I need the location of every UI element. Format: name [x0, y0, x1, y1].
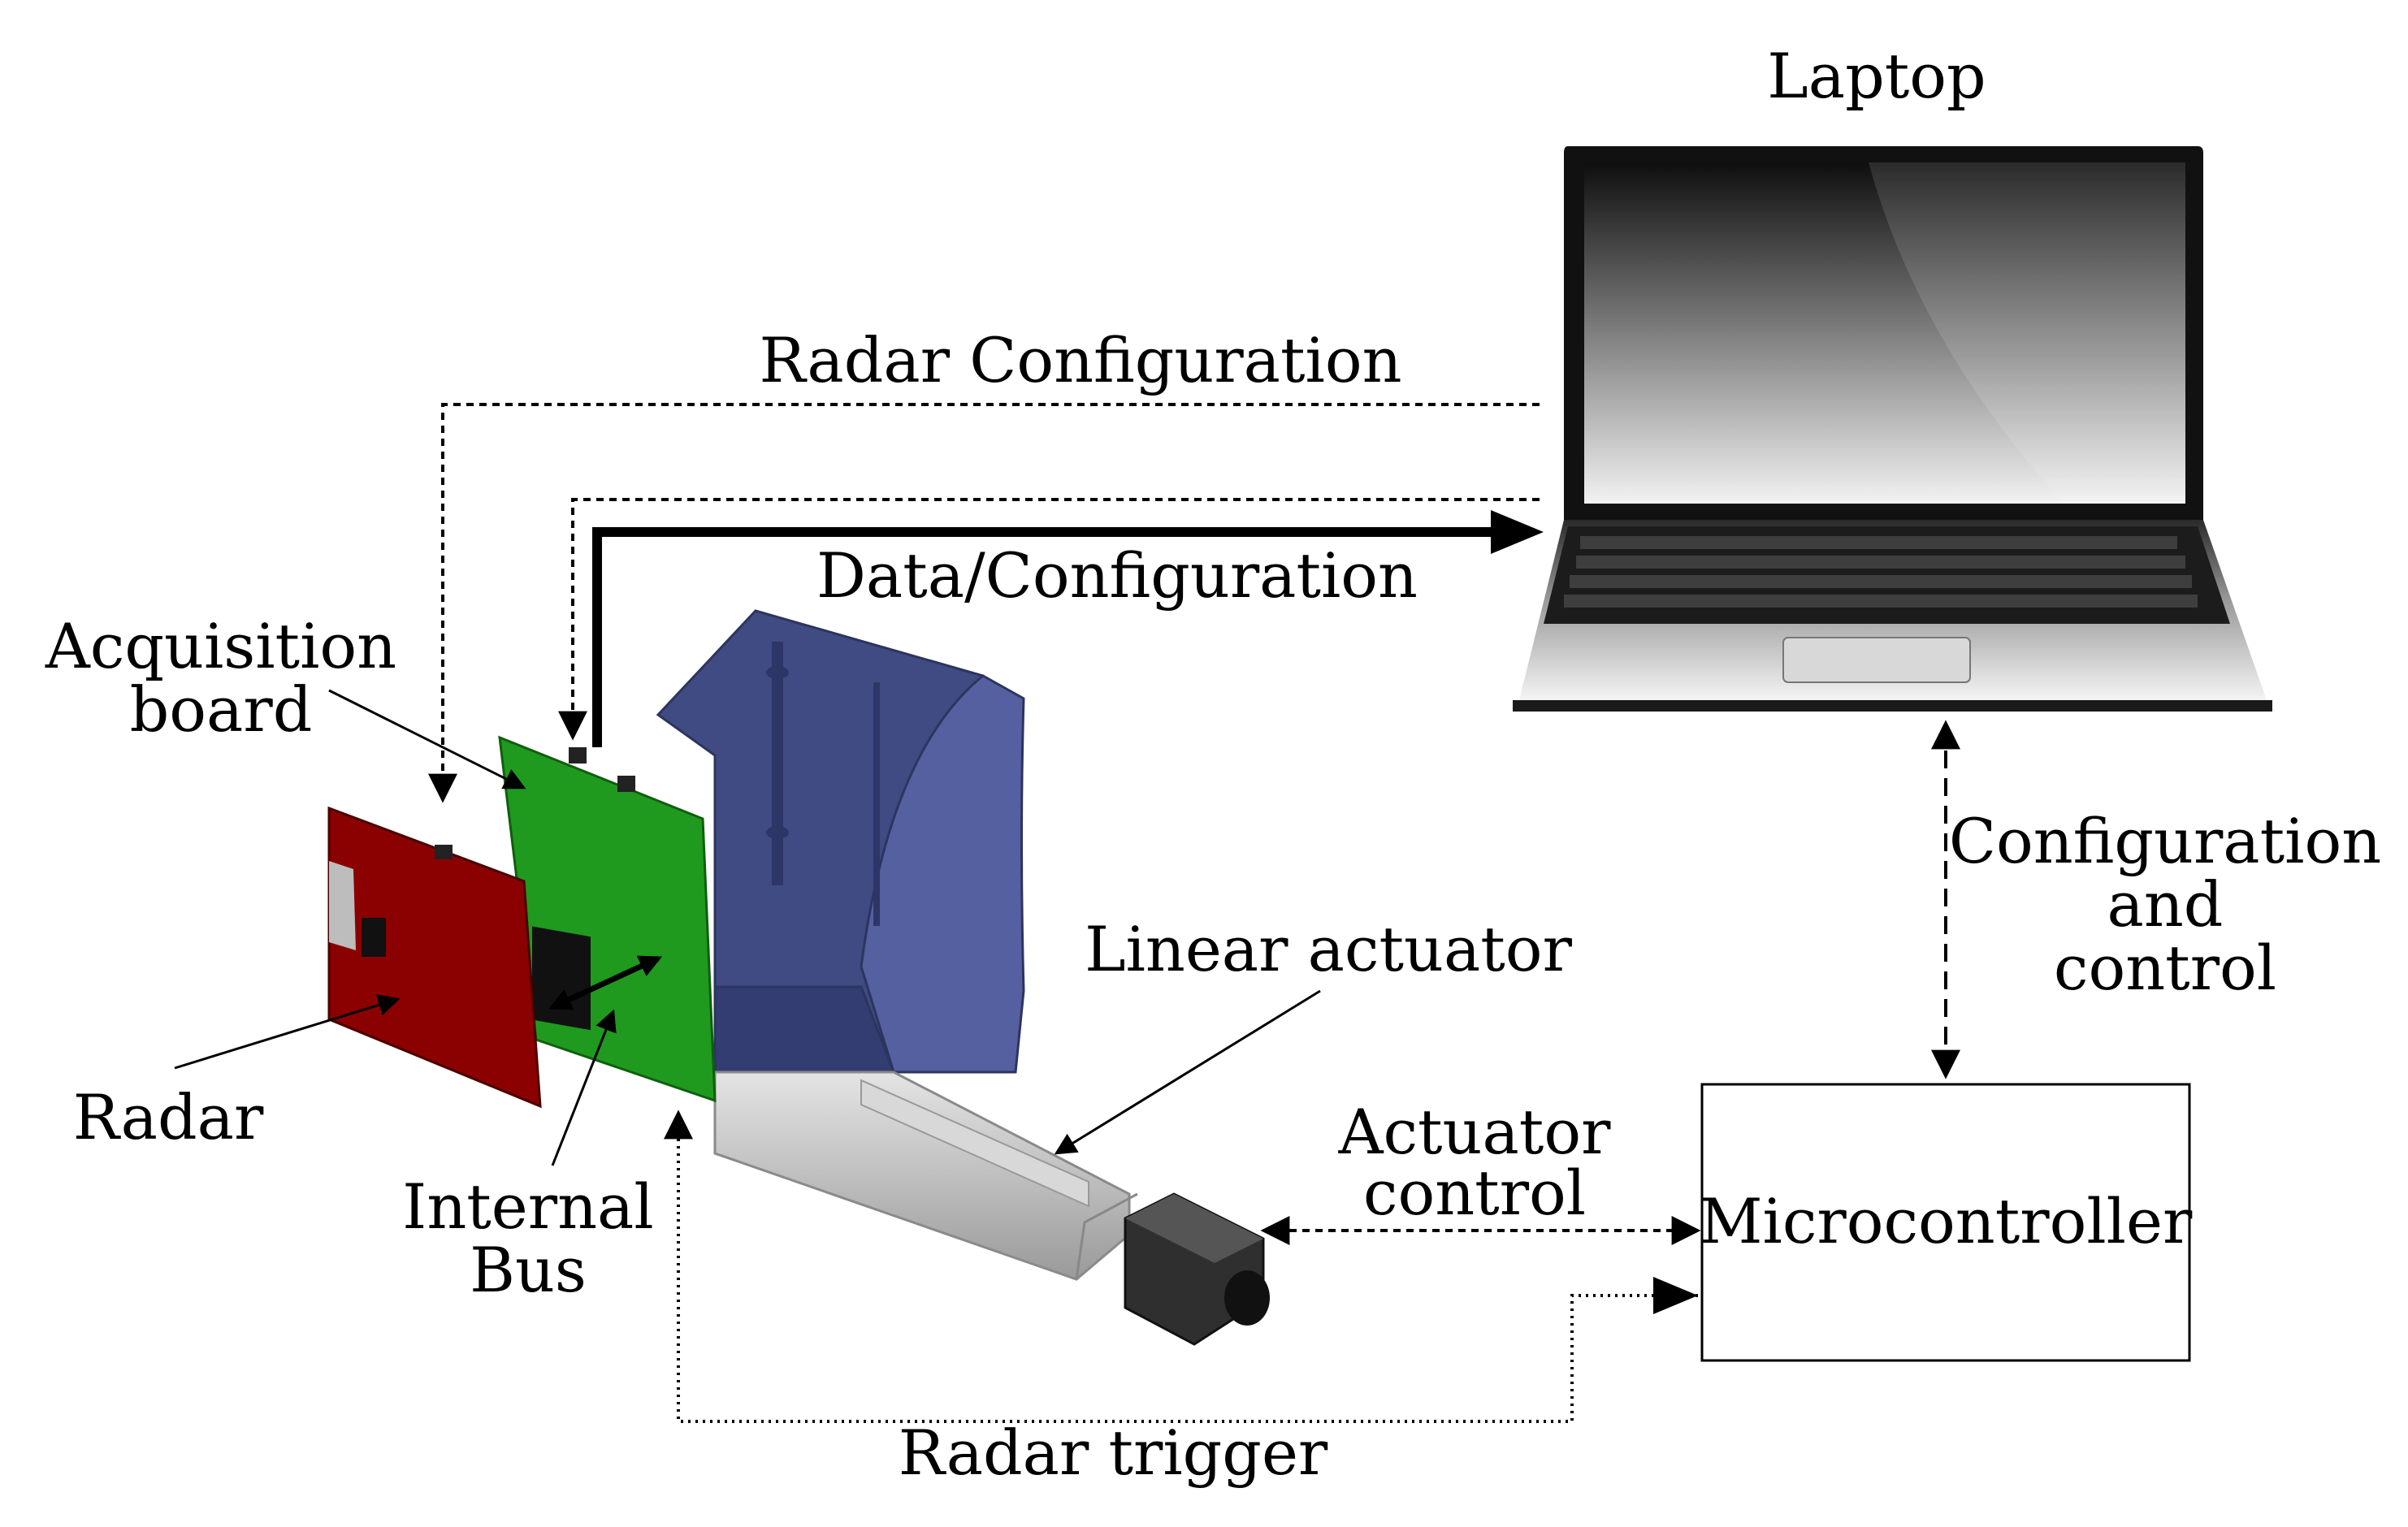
- data-configuration-label: Data/Configuration: [816, 539, 1418, 612]
- linear-actuator-label: Linear actuator: [1085, 913, 1572, 985]
- linear-actuator-callout: [1054, 989, 1321, 1155]
- internal-bus-callout: [551, 1009, 617, 1166]
- actuator-motor: [1124, 1192, 1270, 1346]
- radar-configuration-link: [428, 403, 1540, 803]
- configuration-control-label-line2: and: [2107, 868, 2224, 941]
- data-configuration-dotted-link: [558, 498, 1540, 741]
- radar-configuration-label: Radar Configuration: [759, 324, 1401, 396]
- data-configuration-arrowhead: [1491, 510, 1544, 554]
- laptop-label: Laptop: [1767, 40, 1986, 112]
- actuator-control-label-line2: control: [1363, 1157, 1586, 1229]
- radar-board: [327, 806, 542, 1109]
- actuator-control-label-line1: Actuator: [1338, 1096, 1612, 1168]
- linear-actuator: [713, 1071, 1138, 1281]
- radar-label: Radar: [73, 1081, 264, 1153]
- acquisition-board-label-line2: board: [130, 673, 313, 746]
- configuration-control-label-line1: Configuration: [1949, 805, 2381, 877]
- acquisition-board-label-line1: Acquisition: [45, 610, 396, 682]
- acquisition-board-callout: [328, 689, 526, 789]
- radar-housing: [656, 609, 1025, 1074]
- internal-bus-label-line2: Bus: [470, 1234, 587, 1306]
- radar-callout: [174, 994, 401, 1070]
- data-configuration-solid-link: [592, 527, 1527, 747]
- radar-trigger-start-arrowhead: [1653, 1277, 1698, 1314]
- internal-bus-arrow: [548, 955, 663, 1010]
- laptop-illustration: [1513, 146, 2272, 712]
- microcontroller-box: [1700, 1083, 2191, 1362]
- internal-bus-label-line1: Internal: [402, 1170, 653, 1243]
- microcontroller-label: Microcontroller: [1700, 1185, 2193, 1257]
- configuration-control-label-line3: control: [2054, 932, 2276, 1004]
- radar-trigger-label: Radar trigger: [899, 1417, 1328, 1489]
